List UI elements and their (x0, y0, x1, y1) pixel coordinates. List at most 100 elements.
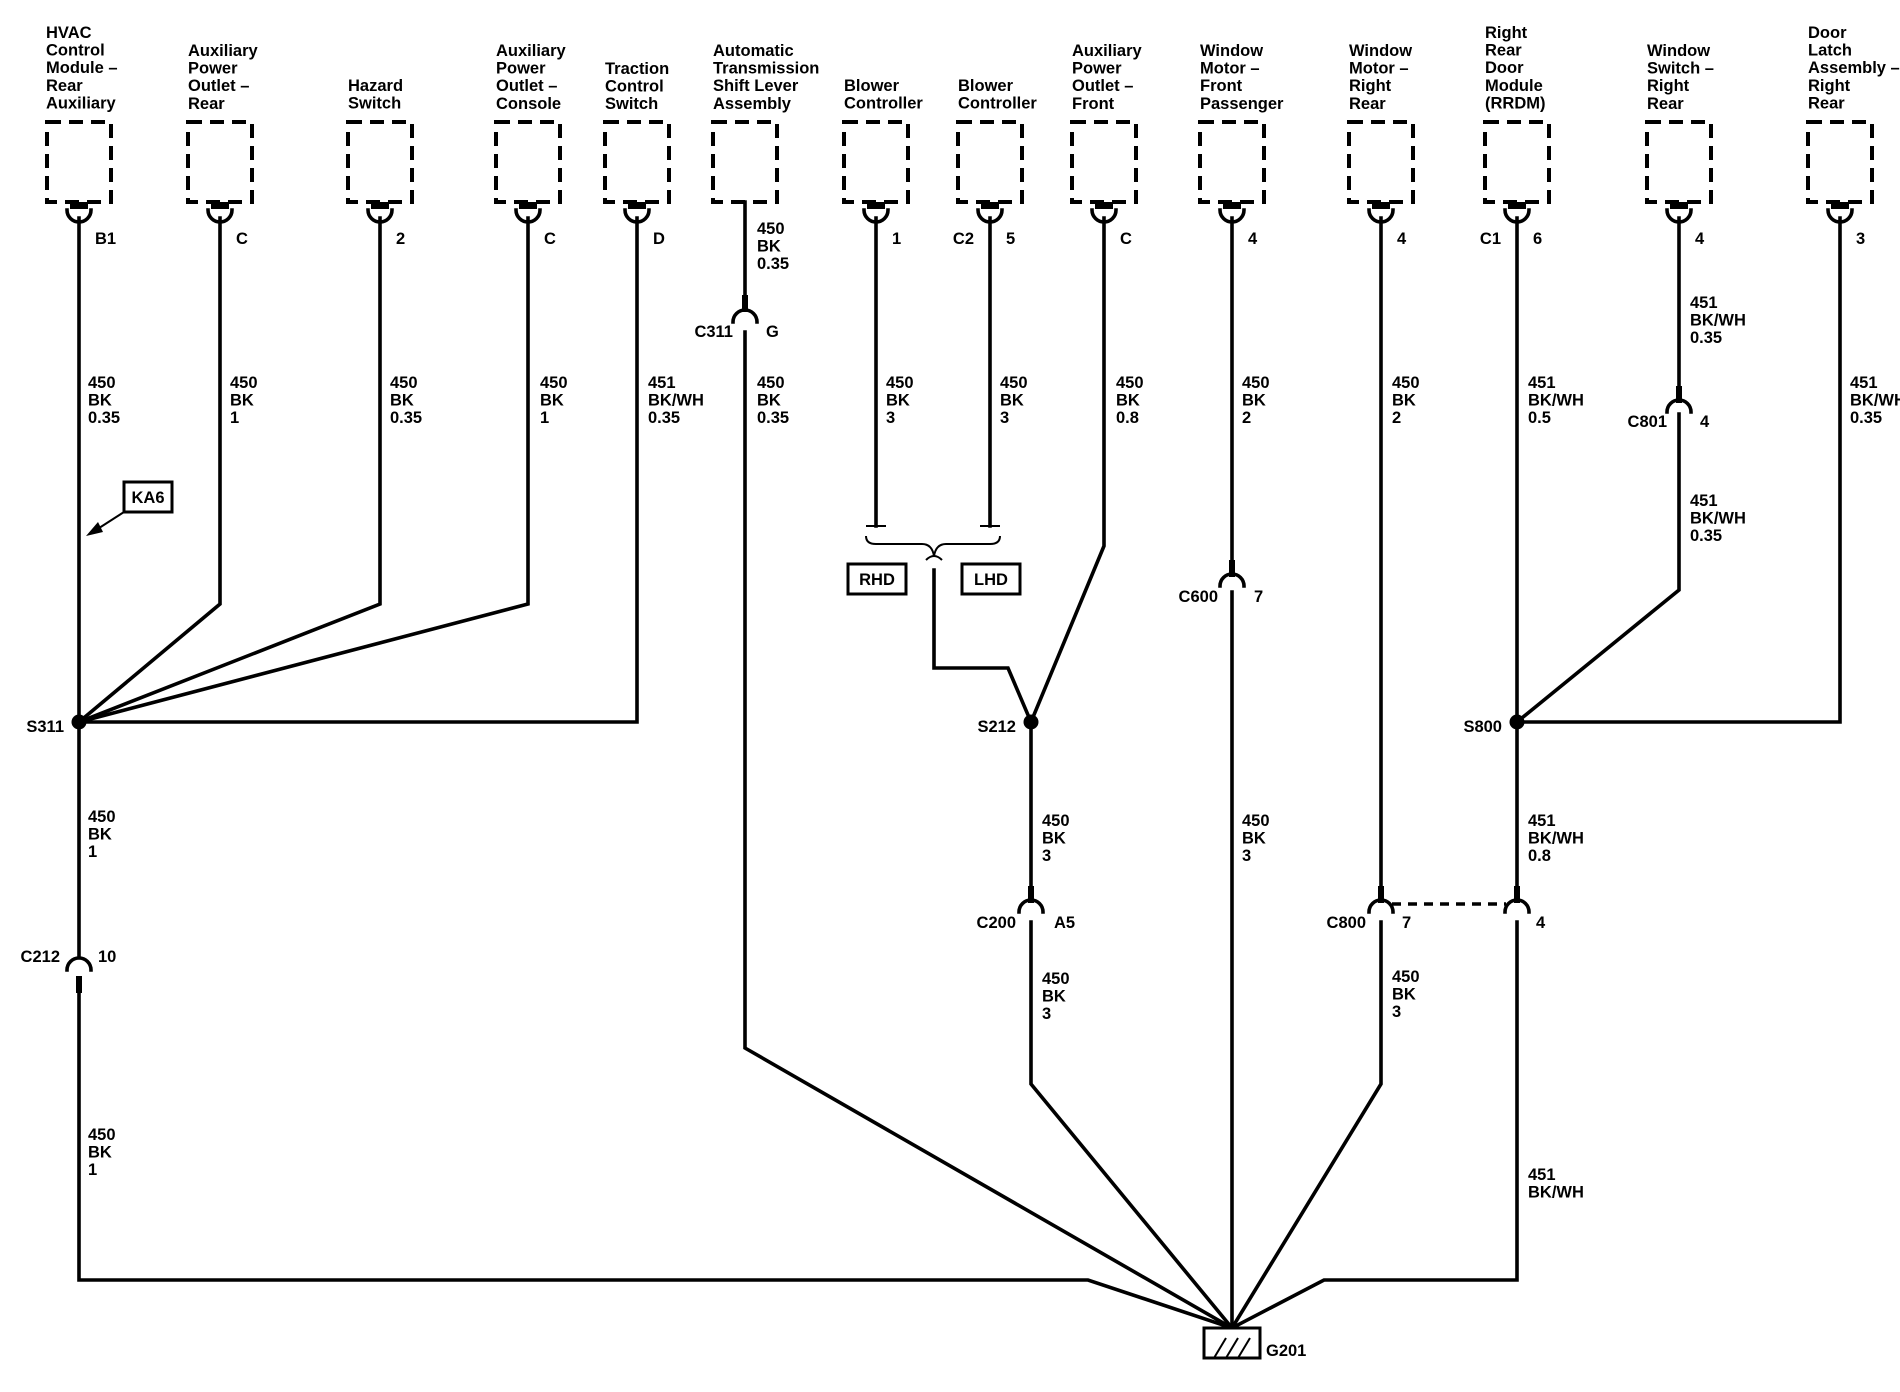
connector-terminal (867, 202, 885, 209)
wire-label-line: 450 (1392, 968, 1420, 986)
component-label-line: Outlet – (496, 77, 557, 95)
wire-label-line: BK (88, 1144, 112, 1162)
wire-label-line: 2 (1242, 409, 1251, 427)
component-label-line: Module – (46, 59, 118, 77)
component-label-line: Power (1072, 60, 1122, 78)
component-label-line: Rear (1349, 95, 1386, 113)
wire-label-line: 451 (1528, 812, 1556, 830)
c800-pin-right: 4 (1536, 914, 1546, 932)
component-label-line: Latch (1808, 42, 1852, 60)
wire-label-line: 450 (757, 220, 785, 238)
component-label-line: Traction (605, 60, 669, 78)
wire-label-line: 450 (88, 1126, 116, 1144)
wire-label-line: 450 (540, 374, 568, 392)
ka6-callout: KA6 (86, 480, 174, 536)
c311-name: C311 (694, 323, 733, 341)
wire-c800-to-ground (1229, 920, 1383, 1331)
component-label-line: Assembly – (1808, 59, 1900, 77)
wire-ws-bottom (1514, 412, 1681, 725)
wire-label-line: 450 (1042, 970, 1070, 988)
connector-terminal (70, 202, 88, 209)
component-label-line: Blower (844, 77, 900, 95)
wire-hazard (76, 216, 382, 725)
c200-pin: A5 (1054, 914, 1075, 932)
component-label-line: Outlet – (1072, 77, 1133, 95)
connector-terminal (628, 202, 646, 209)
wire-label-line: 451 (1528, 374, 1556, 392)
component-label-line: Rear (1647, 95, 1684, 113)
wire-label-line: BK (1242, 392, 1266, 410)
connector-terminal (1831, 202, 1849, 209)
wire-option-to-s212 (932, 568, 1034, 725)
wire-label-line: BK/WH (1528, 392, 1584, 410)
wire-label-line: 0.8 (1528, 847, 1551, 865)
component-box (1198, 120, 1266, 204)
wire-label-line: 1 (88, 1161, 97, 1179)
wire-label-line: BK/WH (1528, 1184, 1584, 1202)
wire-label-line: 3 (886, 409, 895, 427)
connector-terminal (211, 202, 229, 209)
component-label-line: Shift Lever (713, 77, 799, 95)
component-box (346, 120, 414, 204)
pin-label: C (1120, 230, 1132, 248)
connector-terminal (519, 202, 537, 209)
wire-label-line: BK/WH (1690, 312, 1746, 330)
component-label-line: Control (46, 42, 105, 60)
component-label-line: Right (1647, 77, 1690, 95)
wire-label-line: BK (1392, 986, 1416, 1004)
wire-door-latch (1515, 216, 1842, 724)
c801-pin: 4 (1700, 413, 1710, 431)
component-box (186, 120, 254, 204)
component-label-line: Controller (844, 95, 923, 113)
wire-label-line: BK (1042, 830, 1066, 848)
component-label-line: Module (1485, 77, 1543, 95)
component-label-line: Assembly (713, 95, 792, 113)
wire-label-line: 450 (88, 374, 116, 392)
c800-connector-left (1367, 886, 1395, 914)
wire-label-line: 1 (88, 843, 97, 861)
wire-label-line: BK (1000, 392, 1024, 410)
splices (71, 714, 1525, 730)
wire-label-line: 450 (390, 374, 418, 392)
component-label-line: Rear (1808, 94, 1845, 112)
c801-name: C801 (1628, 413, 1667, 431)
component-label-line: Transmission (713, 60, 819, 78)
wire-label-line: 0.35 (390, 409, 422, 427)
component-box (956, 120, 1024, 204)
wire-label-line: BK/WH (1850, 392, 1900, 410)
component-box (842, 120, 910, 204)
component-box (45, 120, 113, 204)
connector-terminal (1223, 202, 1241, 209)
component-label-line: Rear (46, 77, 83, 95)
wire-c212-to-ground (77, 982, 1235, 1331)
c311-connector (731, 295, 759, 324)
c600-pin: 7 (1254, 588, 1263, 606)
component-label-line: Door (1485, 59, 1524, 77)
wire-label-line: BK (540, 392, 564, 410)
component-label-line: Switch (605, 95, 658, 113)
component-label-line: Rear (1485, 42, 1522, 60)
component-label-line: Window (1349, 42, 1412, 60)
